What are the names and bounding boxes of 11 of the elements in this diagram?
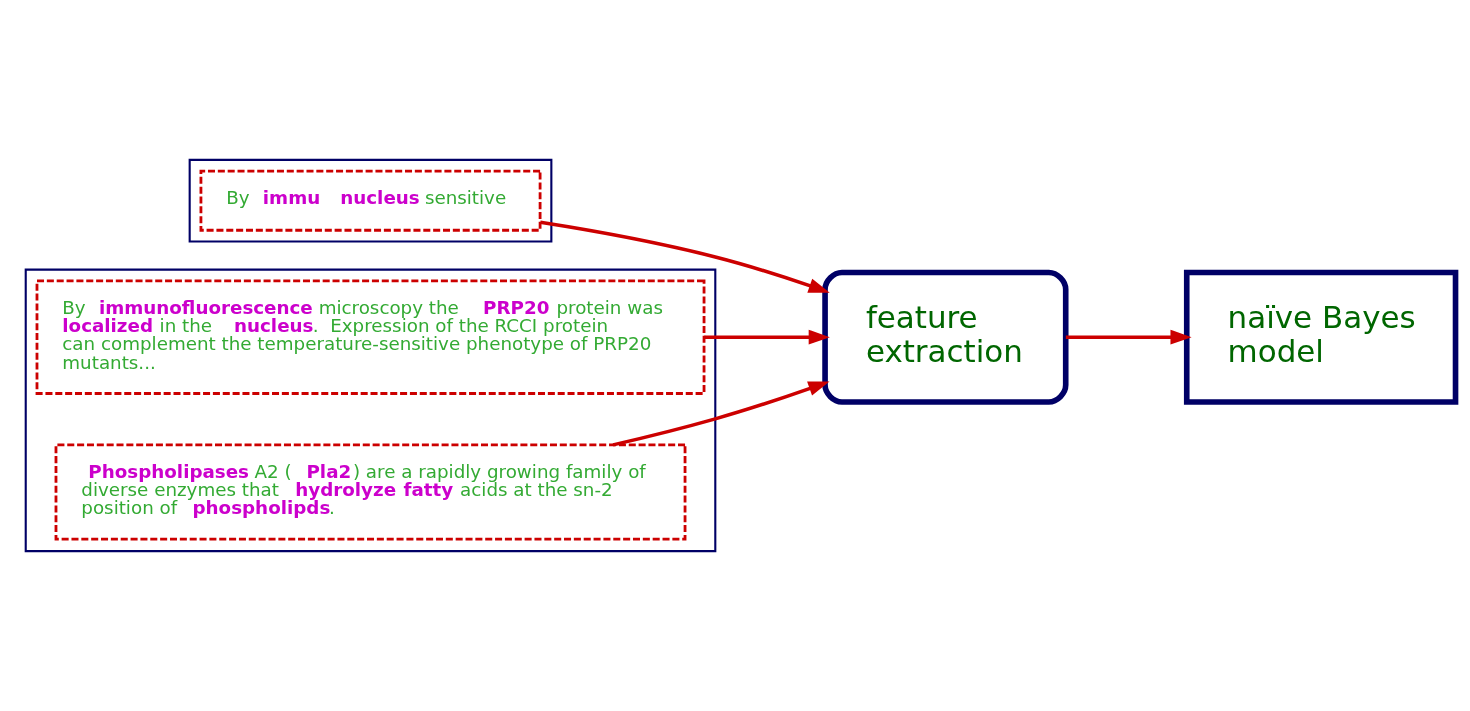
arrow: [704, 329, 830, 345]
cluster: [24, 268, 717, 553]
node-box: naïve Bayes model: [1183, 269, 1459, 405]
cluster: [188, 158, 553, 243]
node-box: By immunofluorescence microscopy the PRP20 protein was localized in the nucleus. Expression of the RCCI protein can complement the temperature-sensitive phenotype of PRP20 mutants...: [35, 279, 706, 395]
node-box: feature extraction: [822, 269, 1069, 405]
arrow: [540, 220, 830, 293]
node-box: Phospholipases A2 (Pla2) are a rapidly growing family of diverse enzymes that hydrolyze fatty acids at the sn-2 position of phospholipds.: [54, 443, 687, 541]
arrow: [1065, 329, 1192, 345]
arrow: [612, 381, 830, 447]
node-box: By immu nucleus sensitive: [199, 169, 542, 232]
